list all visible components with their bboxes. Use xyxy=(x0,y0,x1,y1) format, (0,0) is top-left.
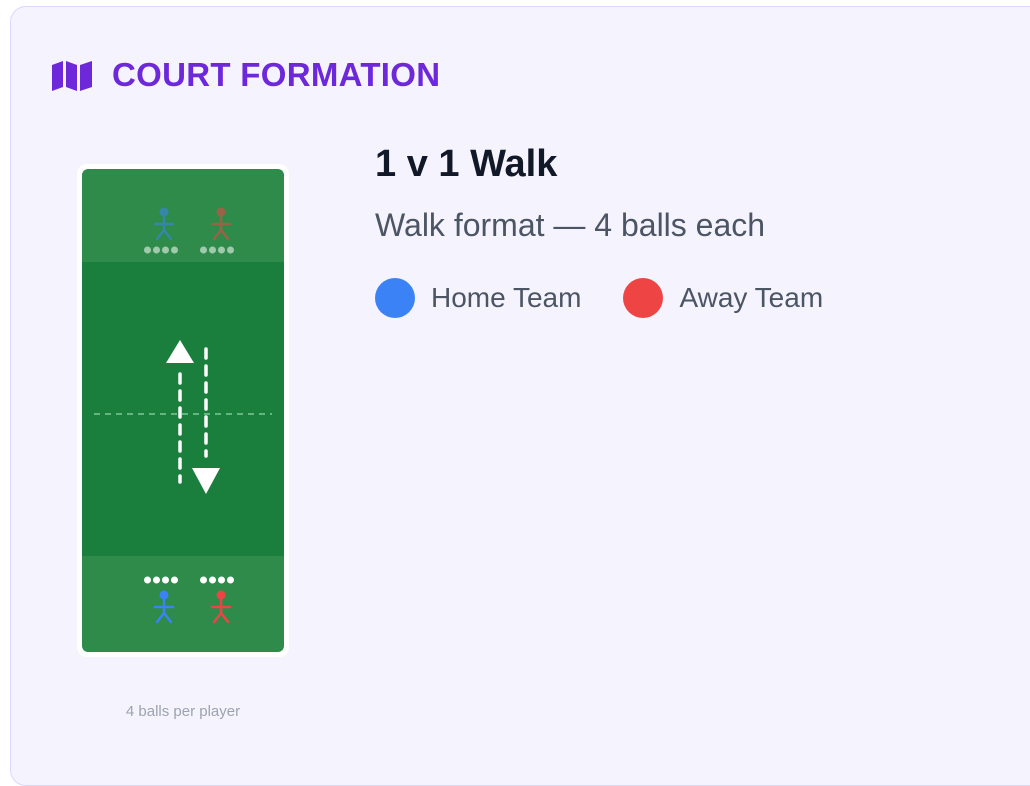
top-home-balls xyxy=(144,246,178,254)
legend-item-away: Away Team xyxy=(623,278,823,318)
court-grass xyxy=(82,169,284,652)
home-team-label: Home Team xyxy=(431,282,582,313)
legend-item-home: Home Team xyxy=(375,278,581,318)
court-diagram xyxy=(77,164,289,657)
away-team-dot xyxy=(623,278,664,318)
section-title: COURT FORMATION xyxy=(112,56,441,93)
map-icon xyxy=(52,59,92,91)
court-formation-card: COURT FORMATION xyxy=(10,6,1030,786)
bottom-home-player xyxy=(153,590,175,624)
formation-title: 1 v 1 Walk xyxy=(375,143,558,185)
top-away-balls xyxy=(200,246,234,254)
arrow-down-icon xyxy=(192,468,220,494)
court-caption: 4 balls per player xyxy=(125,703,241,720)
bottom-away-balls xyxy=(200,576,234,584)
formation-description: Walk format — 4 balls each xyxy=(375,207,766,243)
home-team-dot xyxy=(375,278,415,318)
top-home-player xyxy=(153,207,175,241)
team-legend: Home Team Away Team xyxy=(375,278,865,318)
away-team-label: Away Team xyxy=(679,282,824,313)
formation-info: 1 v 1 Walk Walk format — 4 balls each Ho… xyxy=(375,142,865,318)
bottom-zone xyxy=(82,556,284,652)
bottom-home-balls xyxy=(144,576,178,584)
bottom-away-player xyxy=(210,590,232,624)
card-header: COURT FORMATION xyxy=(52,56,440,94)
top-away-player xyxy=(210,207,232,241)
top-zone xyxy=(82,169,284,262)
arrow-up-icon xyxy=(166,340,194,363)
